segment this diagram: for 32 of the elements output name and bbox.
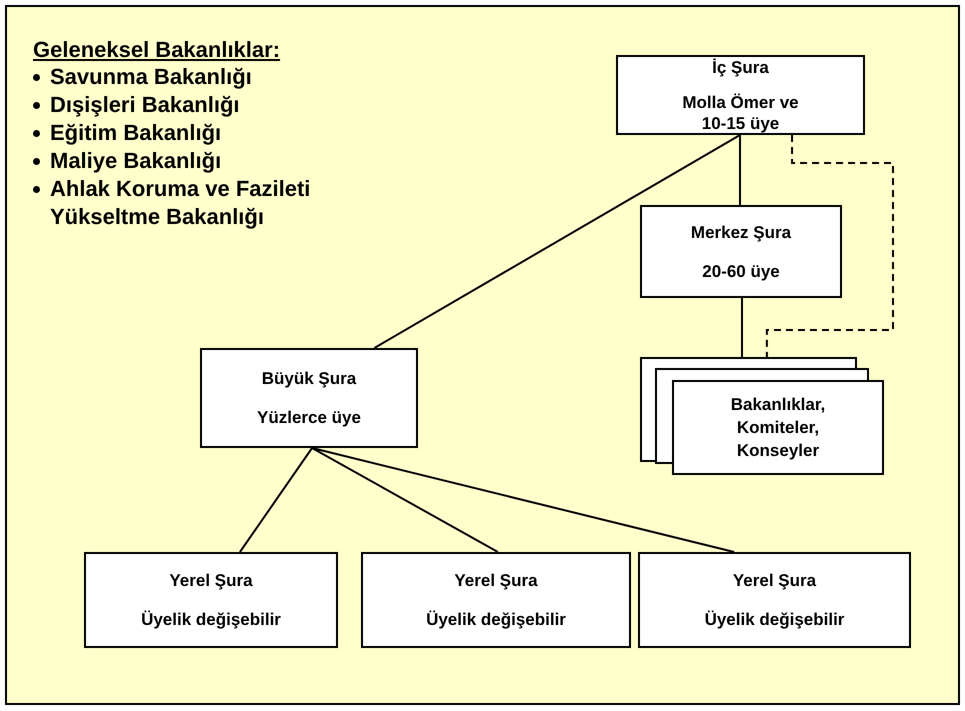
list-heading: Geleneksel Bakanlıklar: xyxy=(33,36,280,63)
node-title: Merkez Şura xyxy=(690,222,792,242)
node-text: Üyelik değişebilir xyxy=(426,609,566,630)
node-title: Büyük Şura xyxy=(262,368,356,389)
node-title: Yerel Şura xyxy=(454,570,538,591)
org-box xyxy=(200,348,418,448)
connector-line xyxy=(312,447,498,553)
dashed-connector xyxy=(766,135,894,357)
org-box xyxy=(638,552,911,648)
node-text: Üyelik değişebilir xyxy=(704,609,844,630)
stacked-boxes xyxy=(640,357,884,475)
org-box xyxy=(84,552,338,648)
connector-line xyxy=(739,135,741,205)
node-title: İç Şura xyxy=(712,56,769,78)
node-title: Yerel Şura xyxy=(732,570,816,591)
node-title: Yerel Şura xyxy=(169,570,253,591)
org-box xyxy=(361,552,631,648)
org-box xyxy=(640,205,842,298)
connector-line xyxy=(741,298,743,357)
list-item: Eğitim Bakanlığı xyxy=(50,119,222,147)
org-box xyxy=(616,55,865,135)
list-item: Maliye Bakanlığı xyxy=(50,147,222,175)
connector-line xyxy=(239,447,313,553)
node-text: 20-60 üye xyxy=(702,260,780,282)
node-text: Yüzlerce üye xyxy=(257,407,361,428)
list-item: Dışişleri Bakanlığı xyxy=(50,91,241,119)
node-text: Molla Ömer ve 10-15 üye xyxy=(681,92,800,134)
list-item: Ahlak Koruma ve Fazileti Yükseltme Bakanlığı xyxy=(50,175,312,231)
connector-line xyxy=(374,134,740,349)
list-item: Savunma Bakanlığı xyxy=(50,63,253,91)
node-text: Bakanlıklar, Komiteler, Konseyler xyxy=(730,394,826,462)
node-text: Üyelik değişebilir xyxy=(141,609,281,630)
